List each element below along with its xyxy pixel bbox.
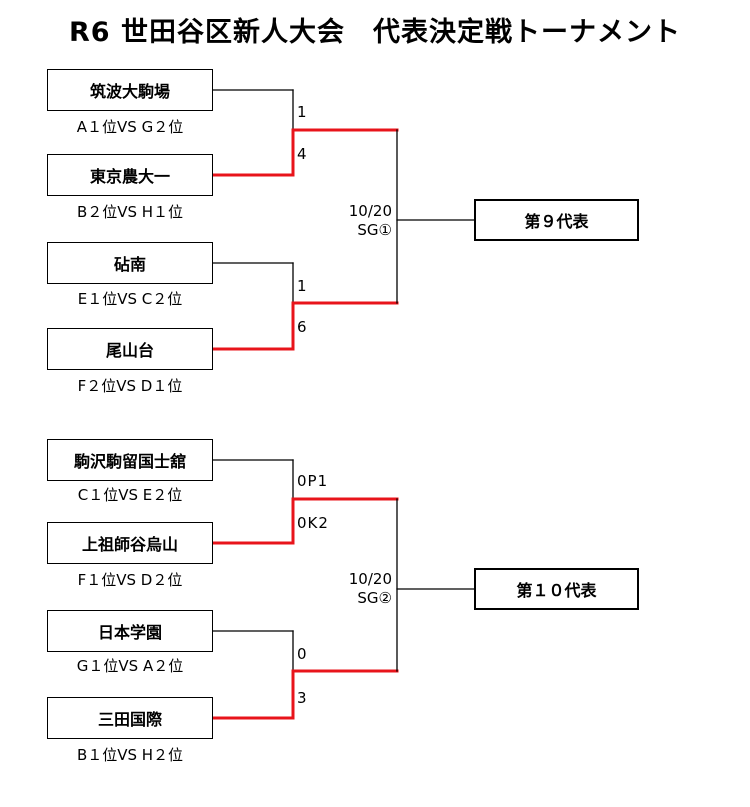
match-score: 1 <box>297 103 308 121</box>
team-box: 三田国際 <box>47 697 213 739</box>
seed-label: F１位VS D２位 <box>77 571 183 589</box>
team-box: 上祖師谷烏山 <box>47 522 213 564</box>
final-date: 10/20 <box>348 570 392 588</box>
seed-label: C１位VS E２位 <box>77 486 183 504</box>
seed-label: E１位VS C２位 <box>77 290 183 308</box>
team-box: 駒沢駒留国士舘 <box>47 439 213 481</box>
match-score: 0P1 <box>297 472 329 490</box>
team-box: 日本学園 <box>47 610 213 652</box>
team-box: 砧南 <box>47 242 213 284</box>
final-date: 10/20 <box>348 202 392 220</box>
representative-box: 第１０代表 <box>474 568 639 610</box>
final-info: 10/20 SG② <box>322 570 392 608</box>
final-venue: SG② <box>357 589 392 607</box>
team-box: 東京農大一 <box>47 154 213 196</box>
match-score: 4 <box>297 145 308 163</box>
match-score: 0 <box>297 645 308 663</box>
seed-label: F２位VS D１位 <box>77 377 183 395</box>
seed-label: B２位VS H１位 <box>76 203 184 221</box>
seed-label: B１位VS H２位 <box>76 746 184 764</box>
representative-box: 第９代表 <box>474 199 639 241</box>
page-title: R6 世田谷区新人大会 代表決定戦トーナメント <box>69 17 681 48</box>
match-score: 0K2 <box>297 514 329 532</box>
seed-label: G１位VS A２位 <box>76 657 184 675</box>
bracket-lines-block-1 <box>211 89 475 351</box>
seed-label: A１位VS G２位 <box>76 118 184 136</box>
bracket-lines-block-2 <box>211 459 475 720</box>
team-box: 筑波大駒場 <box>47 69 213 111</box>
match-score: 6 <box>297 318 308 336</box>
final-info: 10/20 SG① <box>322 202 392 240</box>
team-box: 尾山台 <box>47 328 213 370</box>
match-score: 1 <box>297 277 308 295</box>
final-venue: SG① <box>357 221 392 239</box>
match-score: 3 <box>297 689 308 707</box>
